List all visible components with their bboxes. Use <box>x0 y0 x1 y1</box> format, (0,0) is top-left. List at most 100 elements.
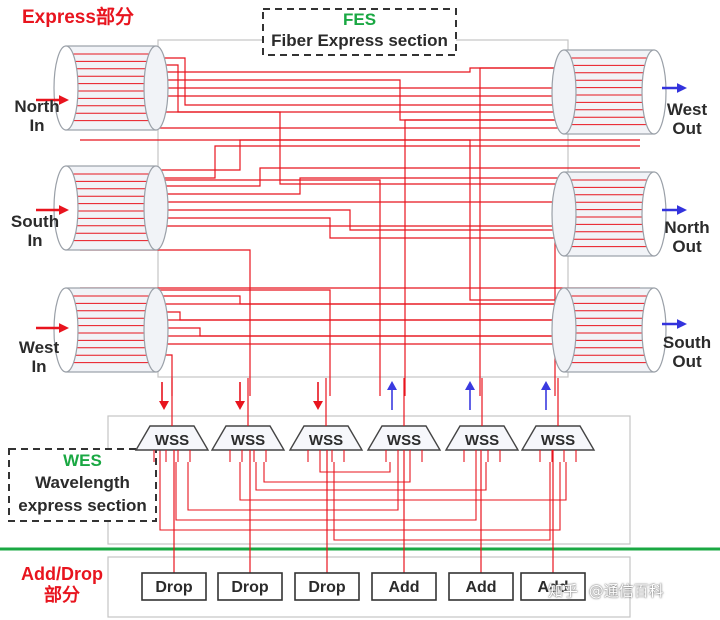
port-label: Drop <box>308 579 346 596</box>
add-port: Add <box>448 450 514 601</box>
wss-block: WSS <box>520 378 596 462</box>
add-drop-ports: Drop Drop Drop Add Add Add <box>141 450 586 601</box>
port-label: Add <box>388 579 419 596</box>
arrow-head <box>677 83 687 93</box>
port-label: Add <box>537 579 568 596</box>
input-label-line1: South <box>10 212 60 231</box>
output-arrow <box>662 83 687 93</box>
fiber-line <box>80 139 640 171</box>
wes-abbr: WES <box>63 451 102 470</box>
port-box <box>448 572 514 601</box>
arrow-head <box>59 323 69 333</box>
fiber-line <box>80 209 640 231</box>
wss-block: WSS <box>210 378 286 462</box>
wss-shape <box>520 425 596 451</box>
output-label-line1: South <box>662 333 712 352</box>
bundle-end <box>53 165 79 251</box>
fiber-route <box>479 67 560 396</box>
input-arrow <box>36 205 69 215</box>
fes-full-name: Fiber Express section <box>271 31 448 50</box>
wss-blocks: WSS WSS WSS WSS WSS WSS <box>134 378 596 462</box>
wss-shape <box>134 425 210 451</box>
fiber-route <box>80 289 331 396</box>
port-box <box>217 572 283 601</box>
input-arrow <box>36 95 69 105</box>
drop-arrow-head <box>313 401 323 410</box>
port-label: Drop <box>155 579 193 596</box>
fiber-line <box>80 217 640 239</box>
port-box <box>141 572 207 601</box>
fiber-route <box>404 119 560 396</box>
input-fiber-bundle <box>53 165 169 251</box>
drop-port: Drop <box>141 450 207 601</box>
add-arrow-head <box>387 381 397 390</box>
watermark: 知乎 @通信百科 <box>548 580 664 601</box>
direction-arrows <box>36 83 687 333</box>
output-label-line1: West <box>666 100 708 119</box>
wes-label-box <box>8 448 157 522</box>
arrow-head <box>59 205 69 215</box>
wss-shape <box>366 425 442 451</box>
port-box <box>371 572 437 601</box>
output-fiber-bundle <box>551 49 667 135</box>
wss-interconnect <box>333 462 551 541</box>
input-arrow <box>36 323 69 333</box>
fes-abbr: FES <box>342 10 377 29</box>
wss-block: WSS <box>288 378 364 462</box>
bundle-end <box>641 287 667 373</box>
output-arrow <box>662 205 687 215</box>
wes-line-2: express section <box>18 496 147 515</box>
wss-block: WSS <box>134 378 210 462</box>
wss-interconnect <box>159 450 561 531</box>
wss-label: WSS <box>231 432 265 449</box>
watermark-brand: 知乎 <box>548 582 579 600</box>
wes-line-1: Wavelength <box>35 473 130 492</box>
port-box <box>294 572 360 601</box>
wss-label: WSS <box>465 432 499 449</box>
input-label-line2: In <box>27 230 43 250</box>
port-label: Add <box>465 579 496 596</box>
output-label-west: West Out <box>654 100 720 138</box>
wss-interconnect <box>255 462 487 491</box>
bundle-end <box>143 165 169 251</box>
adddrop-title-line-2: 部分 <box>44 585 80 605</box>
output-label-line2: Out <box>672 236 702 256</box>
fiber-line <box>80 111 640 185</box>
output-arrow <box>662 319 687 329</box>
input-label-line1: West <box>18 338 60 357</box>
input-label-north: North In <box>4 97 70 135</box>
arrow-head <box>59 95 69 105</box>
bundle-body <box>65 45 157 131</box>
add-port: Add <box>371 450 437 601</box>
wss-label: WSS <box>309 432 343 449</box>
fiber-line <box>80 167 640 187</box>
input-label-line1: North <box>14 97 60 116</box>
wss-block: WSS <box>366 378 442 462</box>
wss-shape <box>288 425 364 451</box>
port-label: Drop <box>231 579 269 596</box>
input-label-line2: In <box>29 115 45 135</box>
adddrop-title-line-1: Add/Drop <box>21 564 103 584</box>
output-label-line2: Out <box>672 351 702 371</box>
express-section-title: Express部分 <box>22 7 134 28</box>
fiber-route <box>80 179 381 396</box>
add-arrow-head <box>465 381 475 390</box>
wss-interconnect <box>175 462 477 521</box>
wss-interconnect <box>263 462 411 483</box>
wss-label: WSS <box>541 432 575 449</box>
bundle-body <box>563 49 655 135</box>
add-arrow-head <box>541 381 551 390</box>
input-fiber-bundle <box>53 287 169 373</box>
bundle-end <box>143 45 169 131</box>
fes-frame <box>157 39 569 378</box>
adddrop-frame <box>107 556 631 618</box>
wss-interconnect <box>187 462 399 511</box>
wss-shape <box>444 425 520 451</box>
output-label-north: North Out <box>654 218 720 256</box>
fiber-route <box>80 139 600 301</box>
fes-label-box <box>262 8 457 56</box>
wss-block: WSS <box>444 378 520 462</box>
wss-label: WSS <box>387 432 421 449</box>
input-fiber-bundle <box>53 45 169 131</box>
